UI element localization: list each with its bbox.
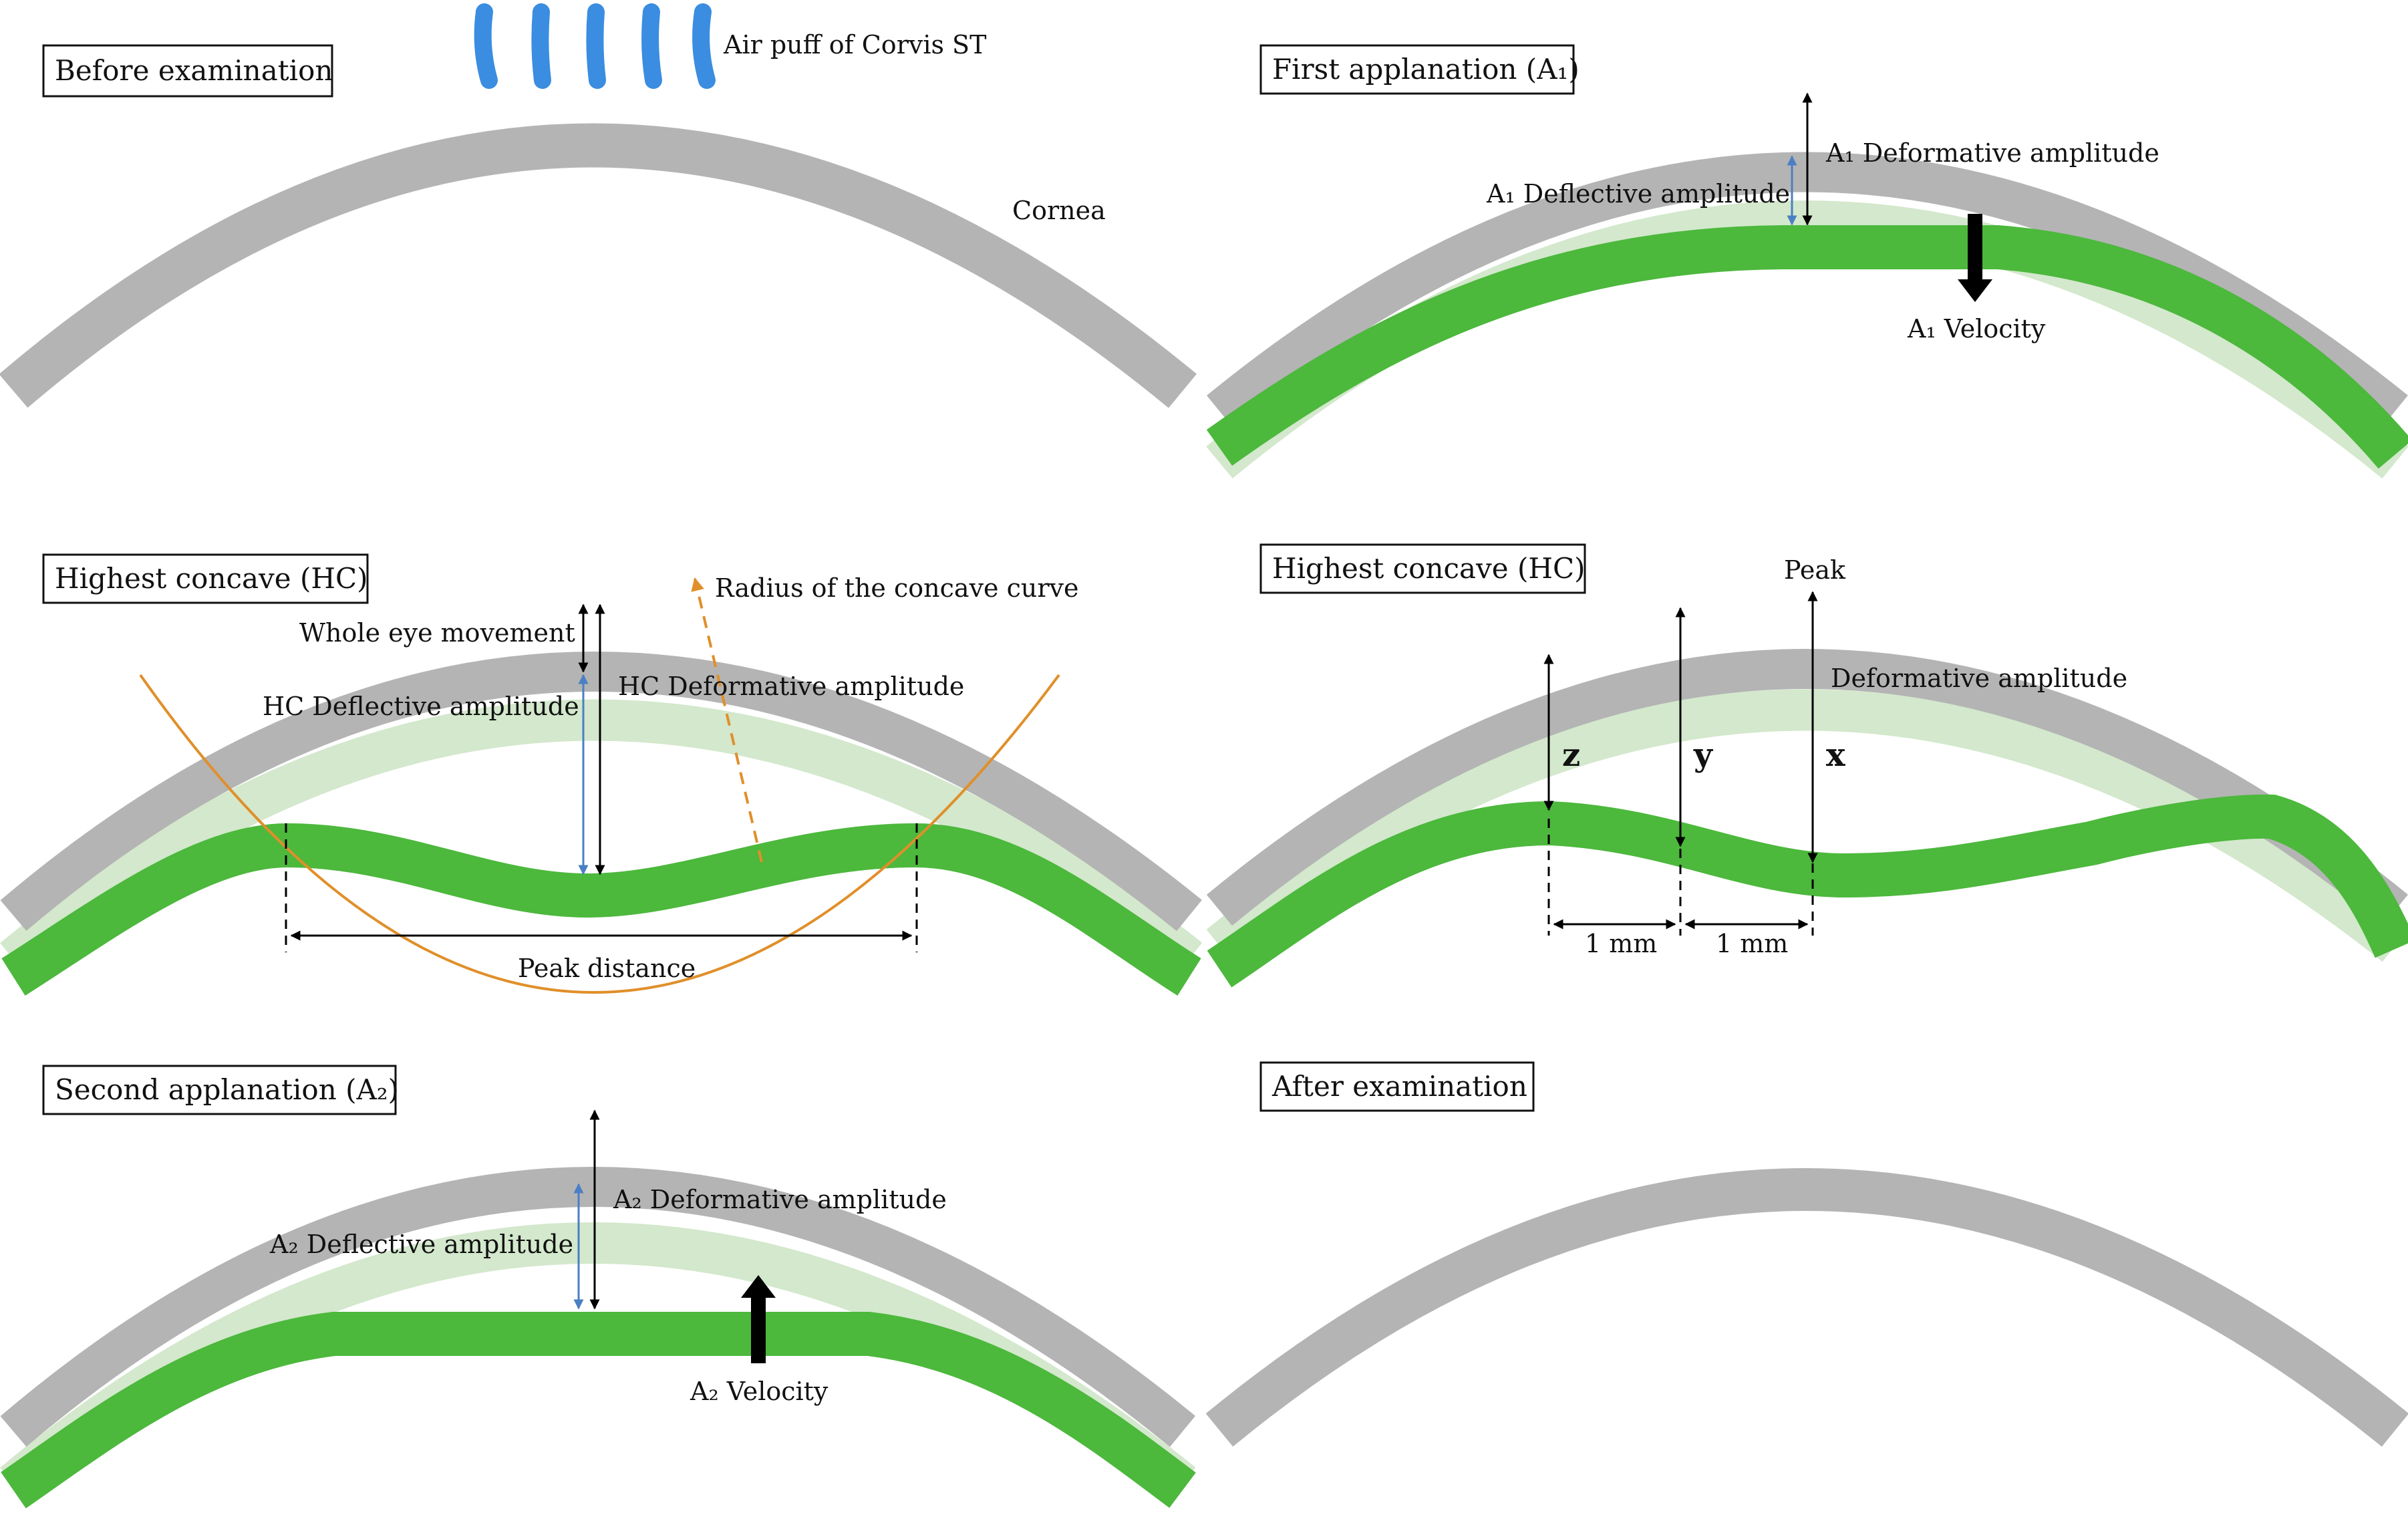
deformed-cornea (1207, 794, 2408, 988)
peak-distance-label: Peak distance (518, 954, 696, 983)
panel-title: Highest concave (HC) (55, 562, 368, 595)
title-box (42, 553, 369, 604)
title-box (42, 44, 333, 98)
velocity-arrow-icon (1958, 214, 1992, 302)
deformed-cornea (1206, 225, 2408, 469)
radius-label: Radius of the concave curve (715, 573, 1079, 603)
radius-arrow (691, 577, 763, 863)
deformative-label: A₁ Deformative amplitude (1825, 138, 2159, 168)
deformed-cornea (1, 1312, 1196, 1509)
deformative-label: Deformative amplitude (1831, 664, 2127, 693)
panel-highest-concave-right: Highest concave (HC) Peak Deformative am… (1206, 543, 2408, 988)
velocity-arrow-icon (741, 1275, 776, 1363)
deformative-label: A₂ Deformative amplitude (613, 1185, 947, 1214)
title-box (1259, 1061, 1535, 1112)
panel-title: Second applanation (A₂) (55, 1073, 399, 1106)
original-cornea-ghost (0, 699, 1203, 976)
deformed-cornea (1, 823, 1201, 996)
panel-second-applanation: Second applanation (A₂) A₂ Deformative a… (0, 1065, 1196, 1509)
cornea-shape (1205, 1168, 2408, 1447)
hc-deflective-label: HC Deflective amplitude (263, 692, 579, 721)
panel-title: First applanation (A₁) (1272, 53, 1579, 86)
panel-highest-concave-left: Highest concave (HC) Radius of the conca… (0, 553, 1203, 996)
cornea-shape (0, 652, 1202, 932)
whole-eye-label: Whole eye movement (299, 618, 575, 648)
panel-title: Highest concave (HC) (1272, 552, 1586, 585)
peak-label: Peak (1784, 555, 1846, 585)
cornea-label: Cornea (1012, 196, 1106, 225)
velocity-label: A₂ Velocity (690, 1377, 829, 1406)
title-box (1259, 543, 1586, 594)
panel-before-examination: Before examination Air puff of Corvis ST… (0, 3, 1197, 408)
title-box (1259, 44, 1575, 95)
deflective-label: A₂ Deflective amplitude (269, 1230, 573, 1259)
x-label: x (1826, 736, 1845, 774)
air-puff-label: Air puff of Corvis ST (723, 30, 986, 59)
cornea-shape (0, 123, 1197, 408)
y-label: y (1693, 736, 1714, 774)
deflective-label: A₁ Deflective amplitude (1486, 179, 1790, 209)
concave-curve (139, 674, 1060, 994)
air-puff-icon (474, 3, 716, 89)
velocity-label: A₁ Velocity (1907, 314, 2046, 343)
mm-label-1: 1 mm (1585, 929, 1657, 958)
cornea-shape (1206, 649, 2408, 926)
hc-deformative-label: HC Deformative amplitude (618, 672, 964, 701)
panel-after-examination: After examination (1205, 1061, 2408, 1447)
title-box (42, 1065, 397, 1115)
panel-first-applanation: First applanation (A₁) A₁ Deformative am… (1206, 44, 2408, 479)
z-label: z (1562, 736, 1580, 774)
mm-label-2: 1 mm (1716, 929, 1788, 958)
panel-title: Before examination (55, 54, 333, 87)
panel-title: After examination (1271, 1070, 1527, 1103)
